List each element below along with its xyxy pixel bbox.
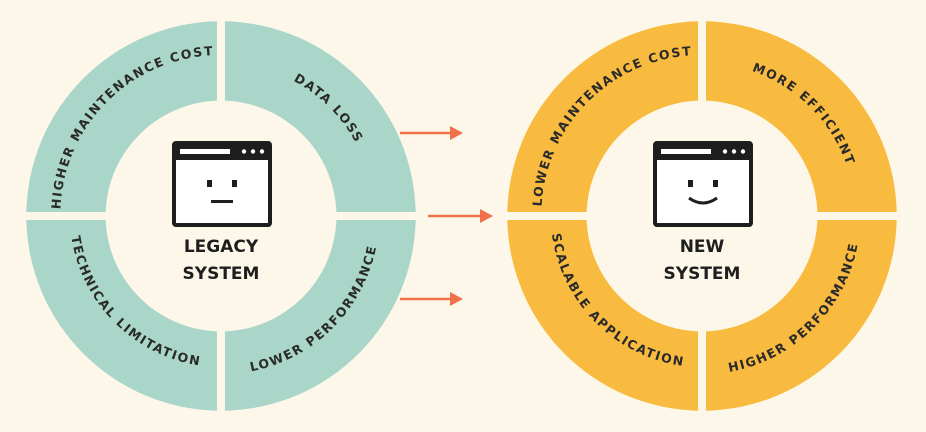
new-title-line1: NEW (680, 237, 725, 257)
smiling-window-icon (653, 141, 753, 227)
arrows (400, 126, 493, 306)
sad-window-icon (172, 141, 272, 227)
legacy-title-line2: SYSTEM (183, 264, 260, 284)
arrow-right-icon (400, 126, 463, 140)
new-segment-bottom-right (706, 220, 897, 411)
legacy-segment-bottom-left (26, 220, 217, 411)
new-segment-top-left (507, 21, 698, 212)
legacy-ring: HIGHER MAINTENANCE COST DATA LOSS TECHNI… (26, 21, 416, 411)
new-title-line2: SYSTEM (664, 264, 741, 284)
legacy-segment-top-right (225, 21, 416, 212)
legacy-segment-bottom-right (225, 220, 416, 411)
new-segment-top-right (706, 21, 897, 212)
arrow-right-icon (428, 209, 493, 223)
arrow-right-icon (400, 292, 463, 306)
new-segment-bottom-left (507, 220, 698, 411)
legacy-title-line1: LEGACY (184, 237, 259, 257)
legacy-segment-top-left (26, 21, 217, 212)
new-ring: LOWER MAINTENANCE COST MORE EFFICIENT SC… (507, 21, 897, 411)
